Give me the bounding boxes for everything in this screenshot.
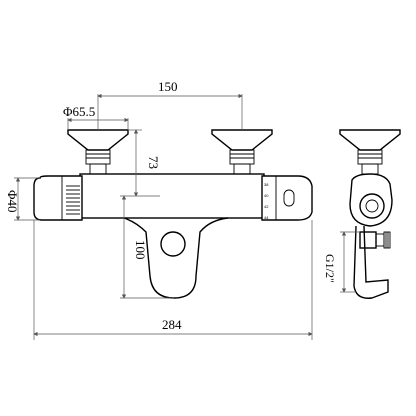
left-knob-grip [66, 185, 80, 215]
right-inlet-plate [211, 129, 273, 175]
dim-284: 284 [33, 220, 313, 340]
front-view: 38 40 42 44 150 Φ65.5 73 [5, 79, 313, 340]
dim-73: 73 [128, 129, 161, 197]
svg-text:Φ40: Φ40 [5, 190, 20, 213]
svg-text:G1/2": G1/2" [323, 254, 337, 283]
svg-text:42: 42 [264, 204, 269, 209]
svg-text:40: 40 [264, 193, 269, 198]
svg-text:44: 44 [264, 215, 269, 220]
left-inlet-plate [67, 129, 129, 175]
svg-text:38: 38 [264, 182, 269, 187]
svg-text:Φ65.5: Φ65.5 [63, 104, 95, 119]
dim-handle-diameter: Φ65.5 [63, 104, 129, 130]
svg-text:150: 150 [158, 79, 178, 94]
dim-100: 100 [120, 195, 174, 299]
svg-text:284: 284 [162, 317, 182, 332]
svg-text:73: 73 [146, 156, 161, 169]
dim-thread: G1/2" [323, 231, 360, 293]
dim-body-diameter: Φ40 [5, 177, 40, 221]
mixer-body: 38 40 42 44 [33, 173, 313, 299]
dim-150: 150 [97, 79, 243, 130]
temperature-scale: 38 40 42 44 [264, 182, 269, 220]
svg-text:100: 100 [133, 240, 148, 260]
side-view: G1/2" [323, 129, 401, 299]
